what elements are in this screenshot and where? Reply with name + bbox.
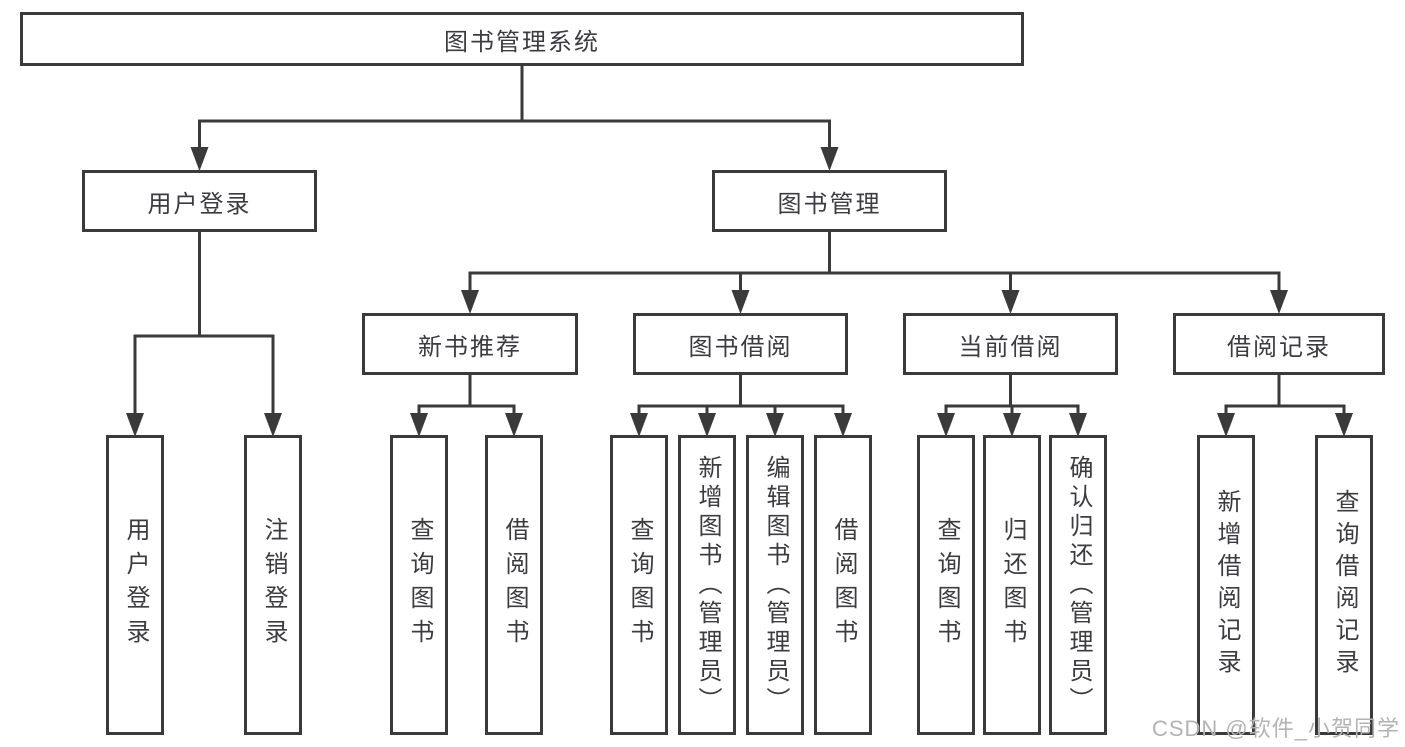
node-label: 当前借阅 [958,333,1063,361]
arrowheads [126,147,1353,437]
leaf-recommend-query-books: 查询图书 [390,435,448,735]
node-current-borrowing: 当前借阅 [903,313,1118,375]
node-label: 图书借阅 [688,333,793,361]
node-label: 图书管理系统 [444,28,600,56]
leaf-label: 确认归还（管理员） [1065,454,1092,716]
leaf-recommend-borrow-books: 借阅图书 [485,435,543,735]
leaf-label: 新增借阅记录 [1213,489,1240,681]
node-label: 图书管理 [777,190,882,218]
leaf-current-return-books: 归还图书 [983,435,1041,735]
leaf-records-query-borrow-record: 查询借阅记录 [1315,435,1373,735]
leaf-label: 查询图书 [406,517,433,653]
leaf-label: 新增图书（管理员） [694,454,721,716]
leaf-label: 归还图书 [999,517,1026,653]
node-label: 借阅记录 [1227,333,1331,361]
csdn-watermark: CSDN @软件_小贺同学 [1151,716,1400,741]
leaf-label: 查询借阅记录 [1331,489,1358,681]
leaf-label: 查询图书 [626,517,653,653]
leaf-label: 注销登录 [260,517,287,653]
node-label: 用户登录 [147,190,252,218]
leaf-label: 编辑图书（管理员） [762,454,789,716]
leaf-borrow-edit-books-admin: 编辑图书（管理员） [746,435,804,735]
leaf-borrow-borrow-books: 借阅图书 [814,435,872,735]
node-label: 新书推荐 [418,333,522,361]
node-library-management-system: 图书管理系统 [20,12,1024,66]
leaf-current-query-books: 查询图书 [917,435,975,735]
leaf-records-add-borrow-record: 新增借阅记录 [1197,435,1255,735]
node-user-login: 用户登录 [82,170,317,232]
leaf-logout: 注销登录 [244,435,302,735]
node-borrowing-records: 借阅记录 [1173,313,1385,375]
node-book-management: 图书管理 [712,170,947,232]
leaf-user-login: 用户登录 [106,435,164,735]
node-book-borrowing: 图书借阅 [633,313,848,375]
leaf-label: 借阅图书 [501,517,528,653]
leaf-borrow-add-books-admin: 新增图书（管理员） [678,435,736,735]
node-new-book-recommendation: 新书推荐 [362,313,578,375]
leaf-label: 用户登录 [122,517,149,653]
leaf-label: 查询图书 [933,517,960,653]
leaf-current-confirm-return-admin: 确认归还（管理员） [1049,435,1107,735]
leaf-label: 借阅图书 [830,517,857,653]
leaf-borrow-query-books: 查询图书 [610,435,668,735]
